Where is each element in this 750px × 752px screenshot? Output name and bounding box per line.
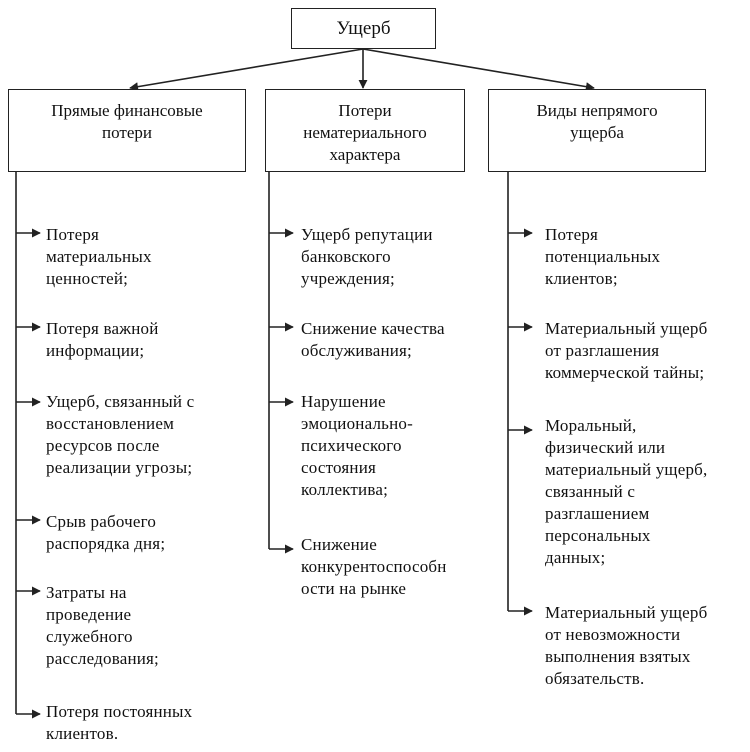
list-item: Материальный ущерб от невозможности выпо… [545,603,708,688]
arrow-root-to-direct [129,48,364,92]
list-item: Срыв рабочего распорядка дня; [46,512,166,553]
list-item: Ущерб, связанный с восстановлением ресур… [46,392,195,477]
list-item: Потеря важной информации; [46,319,159,360]
list-item: Затраты на проведение служебного расслед… [46,583,159,668]
list-item: Потеря потенциальных клиентов; [545,225,661,288]
list-item: Снижение конкурентоспособн ости на рынке [301,535,447,598]
list-item: Моральный, физический или материальный у… [545,416,708,567]
category-label: Потери нематериального характера [303,101,427,164]
list-item: Снижение качества обслуживания; [301,319,445,360]
category-indirect-damage: Виды непрямого ущерба [488,89,706,172]
root-node-label: Ущерб [336,17,391,39]
category-label: Виды непрямого ущерба [536,101,658,142]
list-item: Потеря материальных ценностей; [46,225,152,288]
category-intangible-losses: Потери нематериального характера [265,89,465,172]
arrow-root-to-indirect [362,48,595,92]
root-node-damage: Ущерб [291,8,436,49]
list-item: Нарушение эмоционально- психического сос… [301,392,413,499]
list-item: Материальный ущерб от разглашения коммер… [545,319,708,382]
list-item: Ущерб репутации банковского учреждения; [301,225,433,288]
category-direct-financial-losses: Прямые финансовые потери [8,89,246,172]
list-item: Потеря постоянных клиентов. [46,702,193,743]
category-label: Прямые финансовые потери [51,101,203,142]
